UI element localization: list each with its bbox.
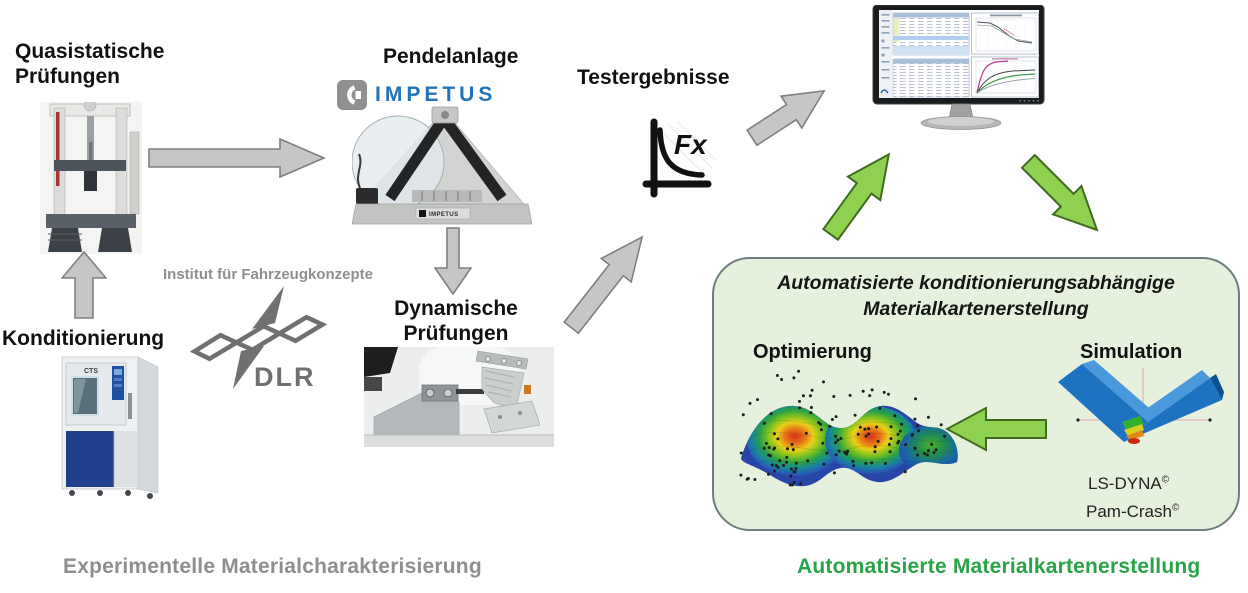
caption-experimental: Experimentelle Materialcharakterisierung bbox=[63, 555, 482, 578]
chamber-brand-label: CTS bbox=[84, 368, 98, 375]
software-pam-crash-name: Pam-Crash bbox=[1086, 502, 1172, 521]
simulation-beam-image bbox=[1058, 360, 1224, 444]
dynamic-label-line1: Dynamische bbox=[394, 297, 518, 320]
box-title-line2: Materialkartenerstellung bbox=[863, 298, 1089, 321]
dynamic-label: Dynamische Prüfungen bbox=[386, 297, 526, 347]
dlr-wing-top bbox=[252, 286, 284, 329]
material-card-box-title: Automatisierte konditionierungsabhängige… bbox=[712, 270, 1240, 323]
arrow-pendulum-to-dynamic bbox=[434, 227, 472, 295]
impetus-logo: IMPETUS bbox=[337, 80, 496, 110]
dynamic-label-line2: Prüfungen bbox=[403, 321, 509, 345]
conditioning-chamber-image: CTS bbox=[61, 356, 159, 499]
results-label: Testergebnisse bbox=[577, 66, 730, 89]
dlr-wing-bottom bbox=[233, 346, 264, 389]
impetus-logo-text: IMPETUS bbox=[375, 83, 497, 106]
dlr-diamond-right bbox=[274, 314, 328, 344]
software-pam-crash: Pam-Crash© bbox=[1086, 502, 1179, 522]
quasistatic-label-line2: Prüfungen bbox=[15, 64, 120, 88]
caption-automated: Automatisierte Materialkartenerstellung bbox=[797, 555, 1201, 578]
pendulum-machine-brand: IMPETUS bbox=[429, 212, 458, 218]
sidebar-icons bbox=[881, 14, 890, 79]
dlr-acronym: DLR bbox=[254, 362, 316, 391]
dlr-logo: DLR bbox=[190, 286, 328, 391]
fx-curve-icon: Fx bbox=[642, 118, 717, 198]
monitor-software-image bbox=[872, 5, 1045, 130]
arrow-simulation-to-optimization bbox=[945, 406, 1047, 452]
software-logo-mark bbox=[880, 89, 889, 94]
quasistatic-label-line1: Quasistatische bbox=[15, 40, 165, 63]
software-ls-dyna: LS-DYNA© bbox=[1088, 474, 1169, 494]
pendulum-label: Pendelanlage bbox=[383, 45, 519, 68]
conditioning-label: Konditionierung bbox=[2, 327, 165, 350]
pendulum-machine-image: IMPETUS bbox=[352, 106, 532, 225]
arrow-monitor-to-box bbox=[1012, 145, 1114, 247]
arrow-dynamic-to-results bbox=[554, 223, 660, 342]
quasistatic-label: Quasistatische Prüfungen bbox=[15, 40, 164, 90]
pam-crash-copyright: © bbox=[1171, 502, 1180, 514]
arrow-conditioning-to-quasistatic bbox=[61, 251, 107, 319]
box-title-line1: Automatisierte konditionierungsabhängige bbox=[777, 272, 1175, 294]
dlr-institute-label: Institut für Fahrzeugkonzepte bbox=[163, 266, 373, 283]
software-ls-dyna-name: LS-DYNA bbox=[1088, 474, 1162, 493]
simulation-label: Simulation bbox=[1080, 341, 1183, 363]
optimization-label: Optimierung bbox=[753, 341, 872, 363]
impetus-logo-icon bbox=[337, 80, 367, 110]
optimization-surface-plot bbox=[739, 369, 964, 487]
arrow-box-to-monitor bbox=[812, 140, 908, 248]
ls-dyna-copyright: © bbox=[1161, 474, 1170, 486]
dlr-diamond-center bbox=[231, 323, 285, 353]
arrow-results-to-monitor bbox=[740, 72, 838, 156]
quasistatic-machine-image bbox=[40, 102, 142, 254]
dlr-diamond-left bbox=[190, 332, 242, 362]
dynamic-machine-image bbox=[364, 347, 554, 447]
arrow-quasistatic-to-pendulum bbox=[148, 137, 326, 179]
fx-icon-text: Fx bbox=[674, 129, 708, 160]
